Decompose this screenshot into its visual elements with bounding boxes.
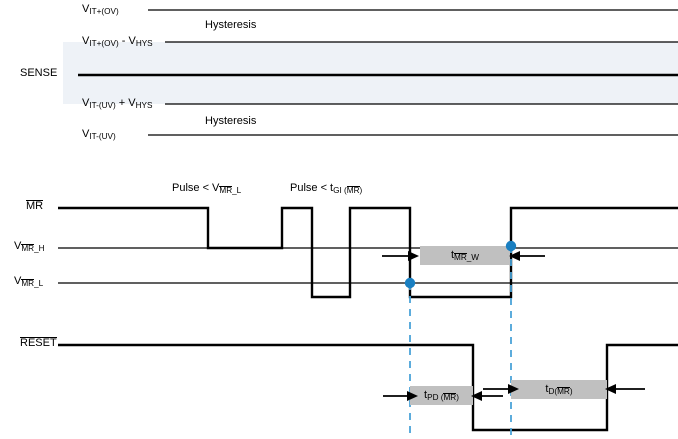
signal-label-sense: SENSE <box>20 67 58 79</box>
threshold-label-vit-uv-plus-vhys: VIT-(UV) + VHYS <box>82 97 153 110</box>
sense-hysteresis-band <box>63 42 678 104</box>
arrow-t-d-mr-left <box>483 384 519 394</box>
threshold-label-vit-ov: VIT+(OV) <box>82 3 119 16</box>
arrow-t-pd-mr-left <box>383 391 418 401</box>
signal-label-mr: MR <box>26 200 44 213</box>
arrow-t-mr-w-right <box>509 251 545 261</box>
arrow-t-mr-w-left <box>382 251 419 261</box>
measurement-label-t-pd-mr: tPD (MR) <box>424 389 459 402</box>
measurement-box-t-d-mr <box>511 380 607 399</box>
signal-label-mr-text: MR <box>26 200 44 212</box>
annotation-pulse-lt-vmrl: Pulse < VMR_L <box>172 182 242 195</box>
arrow-t-d-mr-right <box>605 384 645 394</box>
marker-dot-mr-rise <box>505 240 517 252</box>
signal-label-reset-text: RESET <box>20 337 57 349</box>
measurement-box-t-pd-mr <box>410 386 473 405</box>
measurement-label-t-d-mr: tD(MR) <box>545 383 573 396</box>
threshold-label-vit-uv: VIT-(UV) <box>82 128 116 141</box>
reset-waveform <box>58 343 678 432</box>
threshold-label-vmr-h: VMR_H <box>14 240 45 253</box>
measurement-label-t-mr-w: tMR_W <box>450 249 480 262</box>
mr-waveform <box>58 206 678 299</box>
marker-dot-mr-fall <box>404 277 416 289</box>
threshold-label-vmr-l: VMR_L <box>14 275 44 288</box>
threshold-label-vit-ov-minus-vhys: VIT+(OV) - VHYS <box>82 35 153 48</box>
annotation-hysteresis-lower: Hysteresis <box>205 115 257 127</box>
arrow-t-pd-mr-right <box>471 391 503 401</box>
measurement-box-t-mr-w <box>420 246 510 265</box>
signal-label-reset: RESET <box>20 337 57 350</box>
annotation-pulse-lt-tgi: Pulse < tGI (MR) <box>290 182 363 195</box>
annotation-hysteresis-upper: Hysteresis <box>205 19 257 31</box>
